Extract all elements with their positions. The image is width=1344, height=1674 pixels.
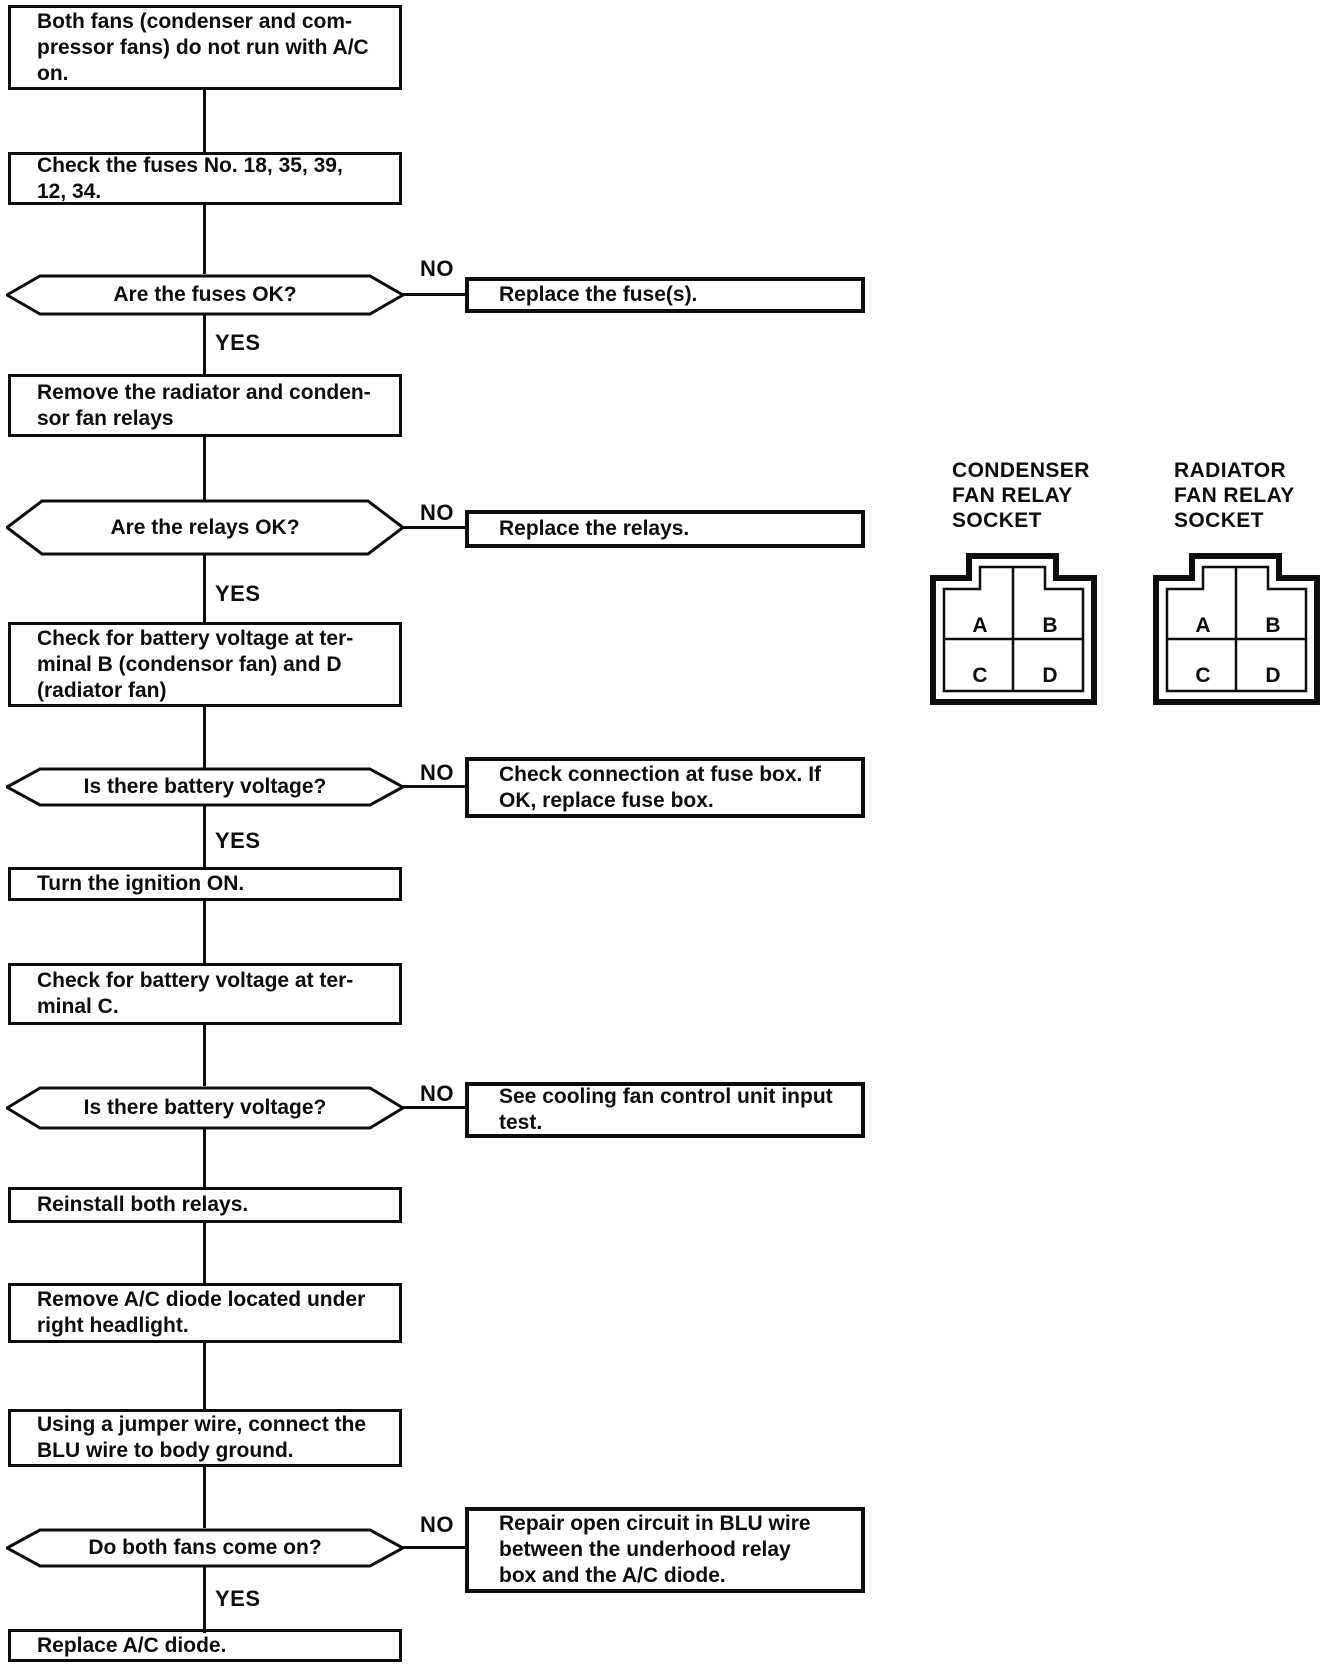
connector-line [203, 315, 206, 374]
connector-line [203, 1222, 206, 1283]
step-text: Remove the radiator and conden- sor fan … [37, 380, 371, 430]
terminal-d-label: D [1042, 664, 1057, 687]
step-text: Check the fuses No. 18, 35, 39, 12, 34. [37, 153, 343, 203]
step-text: Reinstall both relays. [37, 1193, 249, 1216]
yes-label: YES [215, 1586, 261, 1611]
result-text: Replace the relays. [499, 517, 690, 540]
terminal-a-label: A [1195, 614, 1210, 637]
decision-text: Is there battery voltage? [83, 1096, 327, 1119]
terminal-c-label: C [1195, 664, 1210, 687]
yes-label: YES [215, 828, 261, 853]
step-check-fuses: Check the fuses No. 18, 35, 39, 12, 34. [8, 152, 402, 205]
connector-line [203, 706, 206, 768]
connector-line [203, 1567, 206, 1633]
step-text: Turn the ignition ON. [37, 872, 245, 895]
condenser-fan-relay-socket-diagram: A B C D [930, 553, 1097, 705]
socket-outline: A B C D [930, 553, 1097, 705]
no-label: NO [420, 256, 454, 281]
decision-text: Are the relays OK? [110, 515, 300, 539]
no-branch-line [402, 293, 466, 296]
no-branch-line [402, 1106, 466, 1109]
no-label: NO [420, 1081, 454, 1106]
decision-text: Do both fans come on? [88, 1536, 322, 1559]
no-label: NO [420, 760, 454, 785]
decision-battery-voltage-1: Is there battery voltage? [6, 767, 404, 807]
connector-line [203, 90, 206, 152]
step-remove-relays: Remove the radiator and conden- sor fan … [8, 374, 402, 437]
decision-text: Is there battery voltage? [83, 775, 327, 798]
step-check-voltage-c: Check for battery voltage at ter- minal … [8, 963, 402, 1025]
step-text: Replace A/C diode. [37, 1633, 227, 1657]
result-see-control-unit-test: See cooling fan control unit input test. [465, 1082, 865, 1138]
step-text: Check for battery voltage at ter- minal … [37, 626, 354, 702]
result-text: Replace the fuse(s). [499, 283, 698, 306]
connector-line [203, 806, 206, 867]
no-branch-line [402, 785, 466, 788]
connector-line [203, 900, 206, 963]
result-replace-fuses: Replace the fuse(s). [465, 277, 865, 313]
condenser-socket-title: CONDENSER FAN RELAY SOCKET [952, 459, 1090, 532]
connector-line [203, 555, 206, 622]
yes-label: YES [215, 330, 261, 355]
yes-label: YES [215, 581, 261, 606]
step-jumper-wire: Using a jumper wire, connect the BLU wir… [8, 1409, 402, 1467]
socket-outline: A B C D [1153, 553, 1320, 705]
no-branch-line [402, 526, 466, 529]
connector-line [203, 1342, 206, 1409]
result-repair-blu-wire: Repair open circuit in BLU wire between … [465, 1507, 865, 1593]
no-branch-line [402, 1546, 466, 1549]
decision-fans-come-on: Do both fans come on? [6, 1528, 404, 1568]
result-text: Repair open circuit in BLU wire between … [499, 1512, 811, 1587]
connector-line [203, 436, 206, 500]
step-reinstall-relays: Reinstall both relays. [8, 1187, 402, 1223]
step-text: Check for battery voltage at ter- minal … [37, 969, 354, 1018]
connector-line [203, 1024, 206, 1086]
step-ignition-on: Turn the ignition ON. [8, 867, 402, 901]
decision-text: Are the fuses OK? [113, 283, 297, 306]
terminal-b-label: B [1265, 614, 1280, 637]
terminal-c-label: C [972, 664, 987, 687]
terminal-d-label: D [1265, 664, 1280, 687]
decision-battery-voltage-2: Is there battery voltage? [6, 1086, 404, 1130]
no-label: NO [420, 1512, 454, 1537]
step-text: Remove A/C diode located under right hea… [37, 1288, 366, 1337]
step-remove-ac-diode: Remove A/C diode located under right hea… [8, 1283, 402, 1343]
step-problem-statement: Both fans (condenser and com- pressor fa… [8, 5, 402, 90]
step-replace-ac-diode: Replace A/C diode. [8, 1629, 402, 1662]
result-text: See cooling fan control unit input test. [499, 1085, 833, 1134]
result-check-fuse-box: Check connection at fuse box. If OK, rep… [465, 757, 865, 818]
result-text: Check connection at fuse box. If OK, rep… [499, 762, 822, 812]
connector-line [203, 1129, 206, 1187]
result-replace-relays: Replace the relays. [465, 510, 865, 548]
terminal-a-label: A [972, 614, 987, 637]
step-text: Both fans (condenser and com- pressor fa… [37, 9, 369, 85]
step-check-voltage-b-d: Check for battery voltage at ter- minal … [8, 622, 402, 707]
decision-relays-ok: Are the relays OK? [6, 499, 404, 556]
radiator-socket-title: RADIATOR FAN RELAY SOCKET [1174, 459, 1295, 532]
step-text: Using a jumper wire, connect the BLU wir… [37, 1413, 367, 1462]
no-label: NO [420, 500, 454, 525]
connector-line [203, 205, 206, 274]
terminal-b-label: B [1042, 614, 1057, 637]
radiator-fan-relay-socket-diagram: A B C D [1153, 553, 1320, 705]
decision-fuses-ok: Are the fuses OK? [6, 274, 404, 316]
connector-line [203, 1466, 206, 1528]
